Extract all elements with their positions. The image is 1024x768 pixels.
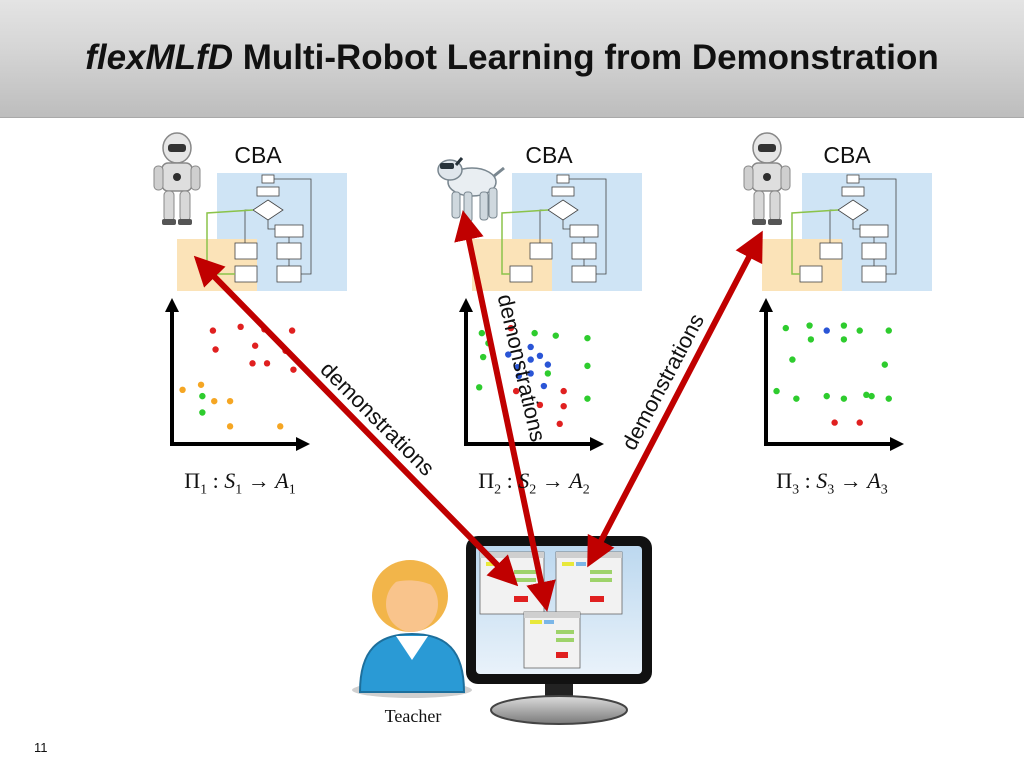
- title-rest: Multi-Robot Learning from Demonstration: [232, 38, 939, 77]
- scatter-point-green: [584, 334, 591, 342]
- teacher-person-icon: [352, 560, 472, 698]
- scatter-point-green: [476, 384, 483, 391]
- flowchart-thumbnail-2: [472, 173, 642, 291]
- scatter-point-red: [249, 360, 256, 367]
- scatter-point-red: [556, 420, 563, 428]
- policy-formula-3: Π3 : S3 → A3: [776, 468, 888, 498]
- scatter-point-red: [560, 403, 567, 410]
- title-italic: flexMLfD: [85, 38, 233, 77]
- scatter-plot-1: [165, 298, 310, 451]
- scatter-point-green: [478, 329, 486, 337]
- title-bar: [0, 0, 1024, 118]
- scatter-point-red: [288, 327, 296, 334]
- scatter-point-red: [263, 360, 271, 367]
- scatter-point-green: [885, 395, 892, 402]
- scatter-point-red: [831, 419, 838, 426]
- scatter-point-green: [881, 361, 888, 368]
- cba-label-2: CBA: [525, 142, 573, 168]
- scatter-point-green: [531, 329, 538, 337]
- scatter-point-red: [237, 323, 244, 331]
- policy-formula-2: Π2 : S2 → A2: [478, 468, 590, 498]
- scatter-point-orange: [211, 397, 218, 405]
- scatter-point-green: [840, 336, 848, 343]
- policy-formula-1: Π1 : S1 → A1: [184, 468, 296, 498]
- scatter-point-orange: [226, 397, 234, 405]
- scatter-point-green: [584, 362, 591, 370]
- humanoid-robot-icon: [743, 132, 791, 225]
- scatter-point-green: [793, 395, 800, 402]
- scatter-point-green: [840, 395, 848, 402]
- scatter-point-green: [773, 387, 780, 395]
- robot-dog-icon: [437, 157, 505, 223]
- teacher-label: Teacher: [384, 706, 442, 726]
- scatter-point-green: [856, 327, 863, 334]
- cba-label-1: CBA: [234, 142, 282, 168]
- scatter-point-red: [290, 366, 297, 373]
- cba-label-3: CBA: [823, 142, 871, 168]
- flowchart-thumbnail-3: [762, 173, 932, 291]
- scatter-point-green: [885, 327, 892, 334]
- scatter-point-green: [199, 409, 206, 416]
- scatter-point-red: [251, 342, 259, 349]
- scatter-point-green: [863, 391, 870, 399]
- scatter-point-blue: [823, 327, 830, 334]
- scatter-point-green: [544, 370, 552, 377]
- scatter-point-green: [199, 392, 206, 400]
- scatter-point-green: [807, 336, 815, 343]
- scatter-point-red: [209, 327, 217, 334]
- scatter-point-green: [840, 322, 848, 329]
- scatter-point-orange: [226, 423, 234, 430]
- scatter-point-green: [806, 322, 813, 329]
- scatter-point-blue: [544, 361, 552, 368]
- scatter-point-green: [789, 356, 796, 363]
- scatter-point-green: [782, 324, 789, 332]
- scatter-point-green: [479, 353, 487, 361]
- scatter-point-blue: [540, 382, 548, 390]
- scatter-point-red: [856, 419, 863, 426]
- scatter-point-green: [823, 392, 830, 400]
- scatter-point-orange: [197, 381, 205, 388]
- slide-number: 11: [34, 740, 48, 755]
- scatter-point-orange: [179, 386, 186, 394]
- scatter-point-red: [560, 387, 567, 395]
- scatter-point-blue: [536, 352, 544, 359]
- scatter-point-green: [584, 395, 591, 402]
- slide-title: flexMLfD Multi-Robot Learning from Demon…: [0, 38, 1024, 78]
- flowchart-thumbnail-1: [177, 173, 347, 291]
- scatter-plot-3: [759, 298, 904, 451]
- scatter-point-green: [868, 392, 875, 400]
- scatter-point-green: [552, 332, 559, 339]
- scatter-point-red: [212, 346, 219, 353]
- app-window-3: [523, 611, 581, 669]
- humanoid-robot-icon: [153, 132, 201, 225]
- scatter-point-orange: [277, 423, 284, 430]
- demonstration-arrows: [193, 210, 763, 612]
